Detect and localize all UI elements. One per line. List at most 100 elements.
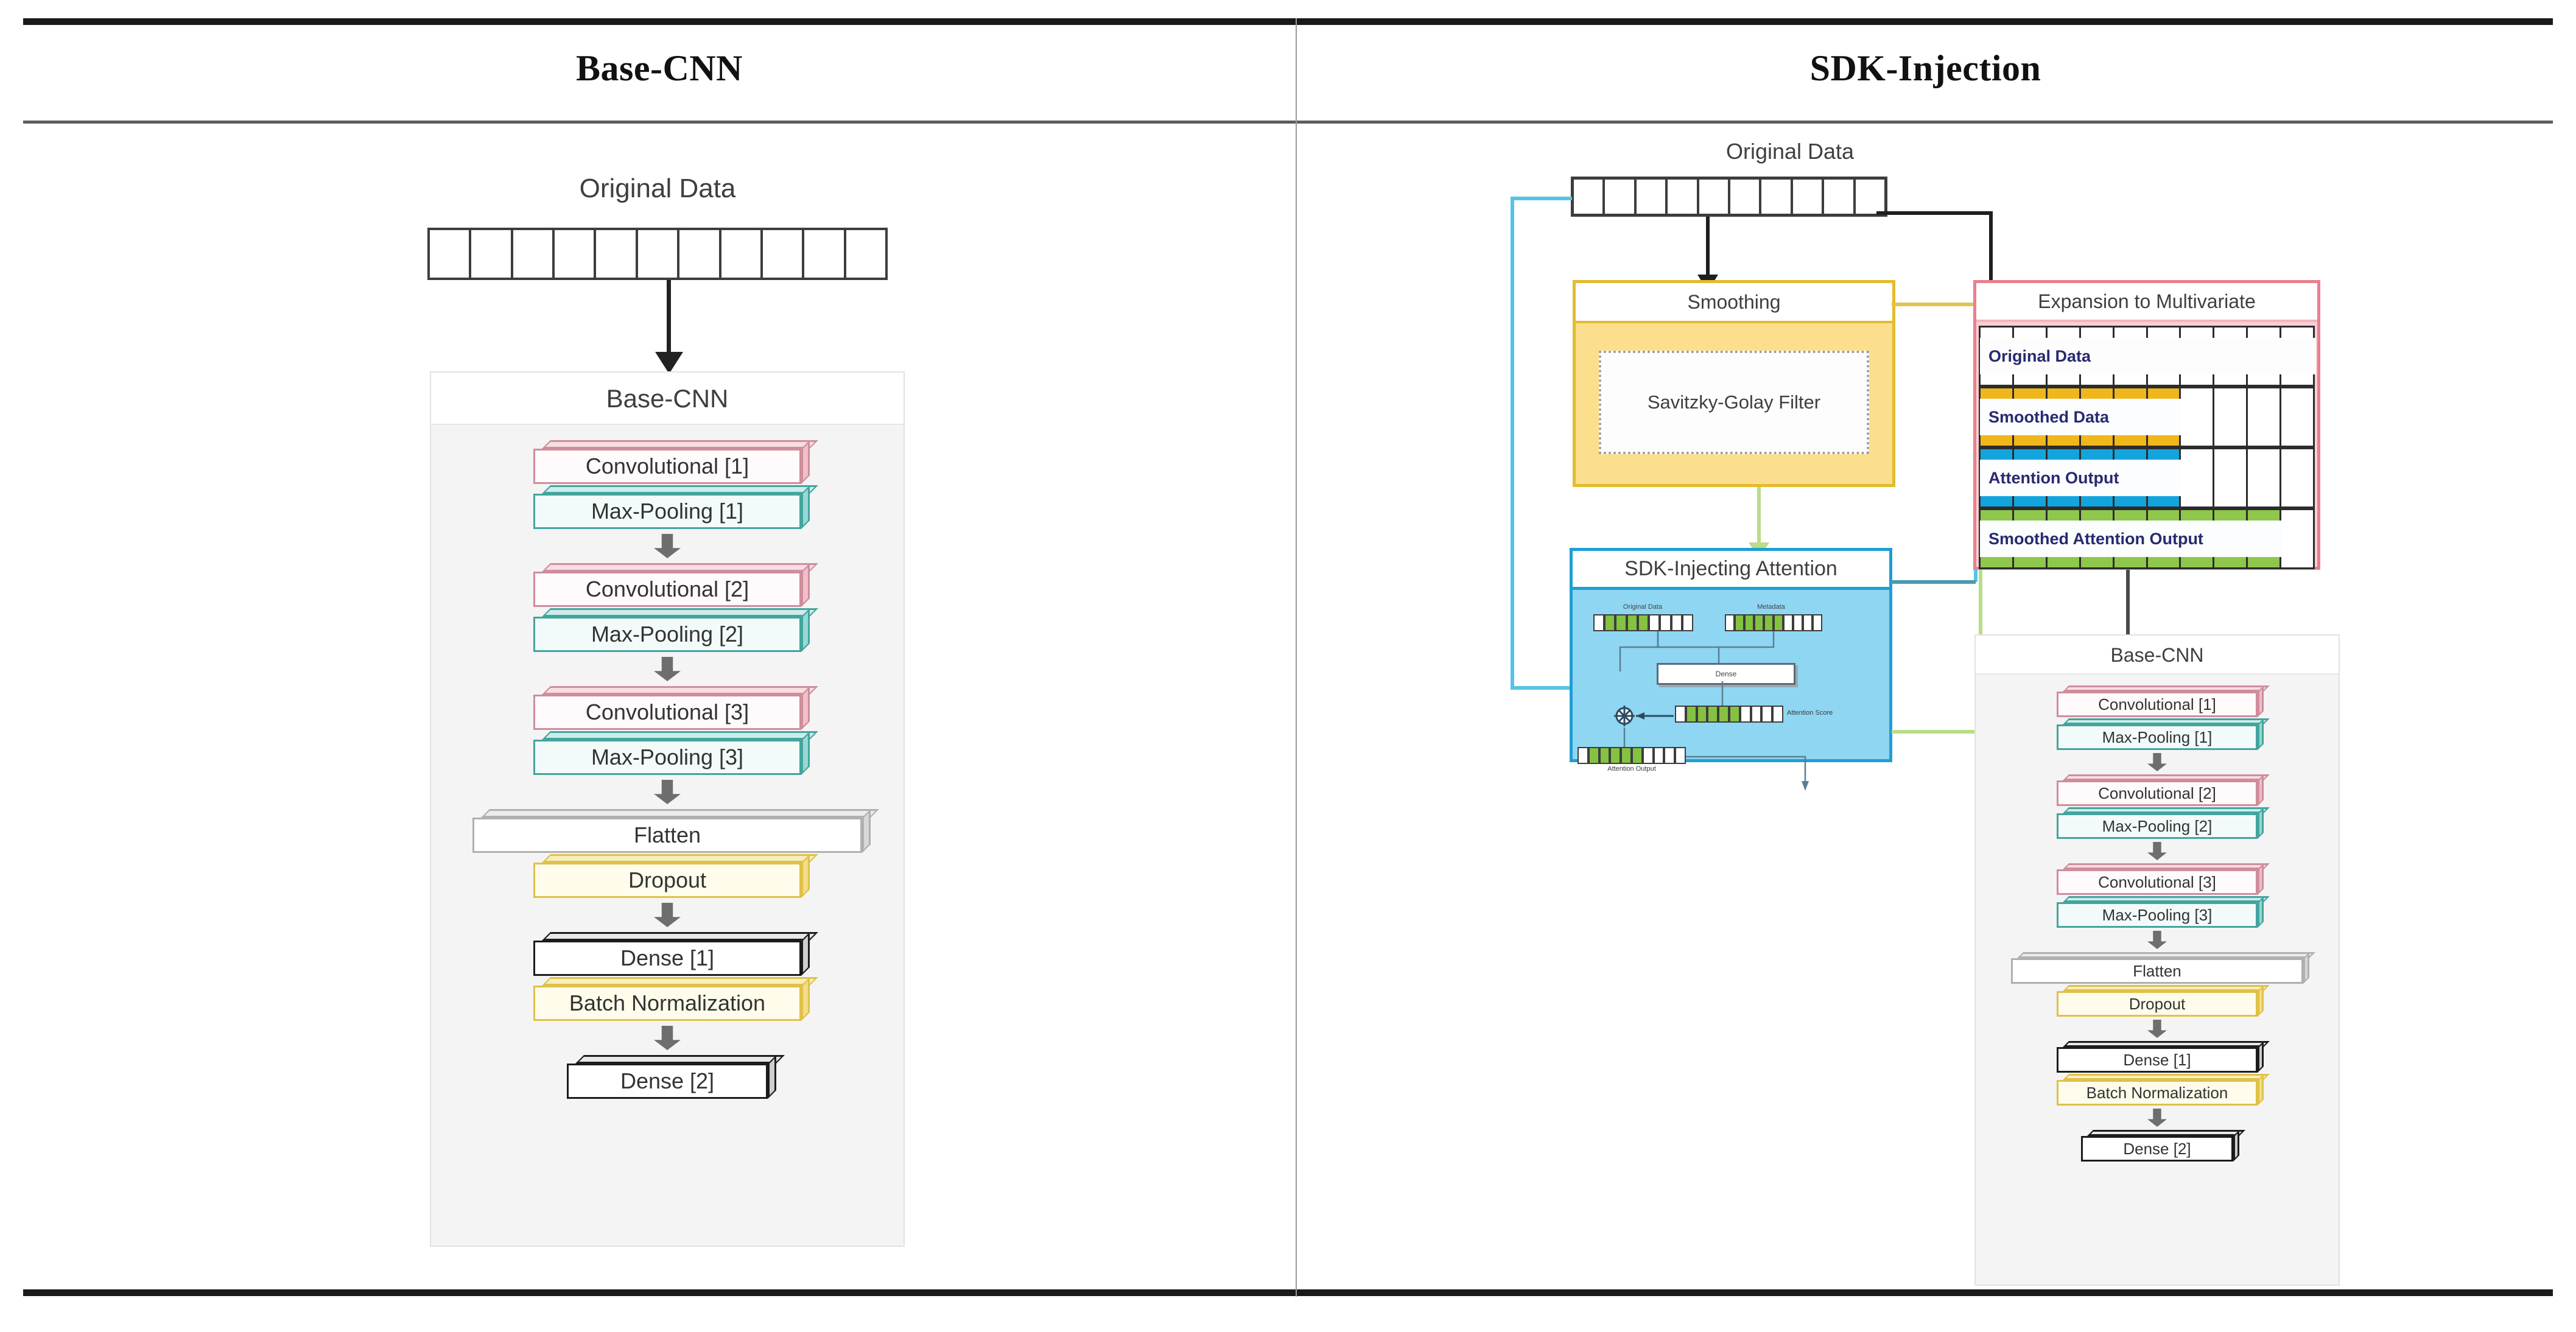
flow-arrow <box>2147 1109 2167 1127</box>
layer-box-top-face <box>2087 1130 2245 1136</box>
attention-inner-multiply-wire <box>1636 712 1674 720</box>
layer-box-top-face <box>2063 1041 2270 1047</box>
cnn-layer-box: Convolutional [1] <box>533 440 818 484</box>
cnn-layer-label: Dense [1] <box>533 941 801 976</box>
attention-inner-metadata-label: Metadata <box>1757 603 1785 611</box>
cnn-layer-label: Max-Pooling [2] <box>2057 813 2258 839</box>
layer-box-side-face <box>801 485 810 529</box>
attention-title: SDK-Injecting Attention <box>1573 551 1889 590</box>
layer-box-top-face <box>542 440 818 449</box>
layer-box-top-face <box>2063 896 2270 902</box>
attention-body: Original Data Metadata Dense Attention S… <box>1573 590 1889 791</box>
strip-cell <box>1697 707 1709 721</box>
flow-arrow <box>654 903 681 927</box>
layer-box-side-face <box>2258 863 2264 895</box>
attention-inner-output-strip <box>1578 747 1686 764</box>
cnn-layer-label: Max-Pooling [1] <box>533 494 801 529</box>
right-base-cnn-title: Base-CNN <box>1976 636 2339 675</box>
layer-box-side-face <box>2258 1074 2264 1106</box>
strip-cell <box>555 230 597 278</box>
layer-box-side-face <box>2258 718 2264 750</box>
strip-cell <box>1638 615 1651 630</box>
smoothing-title: Smoothing <box>1576 283 1892 323</box>
column-header-base-cnn: Base-CNN <box>576 48 743 88</box>
layer-box-top-face <box>481 809 879 818</box>
layer-box-top-face <box>542 854 818 863</box>
cnn-layer-label: Max-Pooling [2] <box>533 617 801 652</box>
strip-cell <box>596 230 638 278</box>
strip-cell <box>1676 707 1687 721</box>
layer-box-side-face <box>801 608 810 652</box>
smoothing-body: Savitzky-Golay Filter <box>1576 323 1892 482</box>
strip-cell <box>1600 748 1612 763</box>
flow-arrow <box>654 534 681 558</box>
cnn-layer-box: Dense [2] <box>2081 1130 2245 1162</box>
strip-cell <box>430 230 472 278</box>
strip-cell <box>1683 615 1692 630</box>
cnn-layer-box: Convolutional [1] <box>2057 685 2270 717</box>
strip-cell <box>1708 707 1720 721</box>
strip-cell <box>471 230 513 278</box>
attention-inner-multiply-down <box>1623 727 1626 751</box>
expansion-matrix-cell <box>2214 449 2248 507</box>
table-header-rule <box>23 121 2553 124</box>
table-bottom-rule <box>23 1289 2553 1296</box>
layer-box-side-face <box>801 731 810 775</box>
layer-box-top-face <box>2063 863 2270 869</box>
expansion-matrix-cell <box>2281 510 2314 567</box>
expansion-title: Expansion to Multivariate <box>1976 283 2317 322</box>
strip-cell <box>1574 180 1606 214</box>
left-base-cnn-title: Base-CNN <box>431 373 904 425</box>
layer-box-side-face <box>2258 807 2264 839</box>
left-original-data-strip <box>427 228 888 280</box>
flow-arrow <box>654 1026 681 1050</box>
strip-cell <box>1699 180 1731 214</box>
cnn-layer-label: Flatten <box>472 818 862 853</box>
flow-arrow <box>2147 1020 2167 1038</box>
strip-cell <box>1579 748 1590 763</box>
savitzky-golay-filter-box: Savitzky-Golay Filter <box>1598 351 1870 454</box>
strip-cell <box>846 230 885 278</box>
cnn-layer-box: Dropout <box>2057 985 2270 1017</box>
layer-box-side-face <box>801 977 810 1021</box>
layer-box-top-face <box>2063 985 2270 991</box>
strip-cell <box>1686 707 1698 721</box>
cnn-layer-label: Convolutional [2] <box>533 572 801 607</box>
layer-box-top-face <box>2063 718 2270 724</box>
strip-cell <box>1765 615 1775 630</box>
expansion-matrix-cell <box>2214 388 2248 446</box>
strip-cell <box>1755 615 1765 630</box>
expansion-row-label: Original Data <box>1980 338 2316 374</box>
layer-box-side-face <box>2258 1041 2264 1073</box>
table-top-rule <box>23 18 2553 25</box>
cnn-layer-label: Convolutional [3] <box>2057 869 2258 895</box>
cnn-layer-box: Max-Pooling [1] <box>2057 718 2270 750</box>
strip-cell <box>1761 180 1793 214</box>
expansion-matrix-cell <box>2248 388 2282 446</box>
attention-inner-score-strip <box>1675 706 1783 723</box>
expansion-row-label: Smoothed Attention Output <box>1980 521 2283 557</box>
strip-cell <box>1793 180 1825 214</box>
strip-cell <box>679 230 721 278</box>
cnn-layer-label: Dense [1] <box>2057 1047 2258 1073</box>
strip-cell <box>1741 707 1752 721</box>
cnn-layer-box: Flatten <box>472 809 879 853</box>
strip-cell <box>1746 615 1755 630</box>
attention-inner-original-strip <box>1593 614 1693 631</box>
cnn-layer-box: Dense [1] <box>2057 1041 2270 1073</box>
right-input-to-smoothing-line <box>1706 217 1710 278</box>
strip-cell <box>1672 615 1683 630</box>
layer-box-side-face <box>2233 1130 2239 1162</box>
strip-cell <box>1730 180 1762 214</box>
layer-box-side-face <box>801 854 810 898</box>
layer-box-side-face <box>801 563 810 607</box>
layer-box-side-face <box>2303 952 2309 984</box>
attention-inner-metadata-strip <box>1725 614 1822 631</box>
strip-cell <box>1774 707 1782 721</box>
cnn-layer-label: Convolutional [1] <box>533 449 801 484</box>
strip-cell <box>1627 615 1639 630</box>
strip-cell <box>1655 748 1666 763</box>
attention-inner-output-wire <box>1686 755 1809 791</box>
strip-cell <box>1814 615 1821 630</box>
